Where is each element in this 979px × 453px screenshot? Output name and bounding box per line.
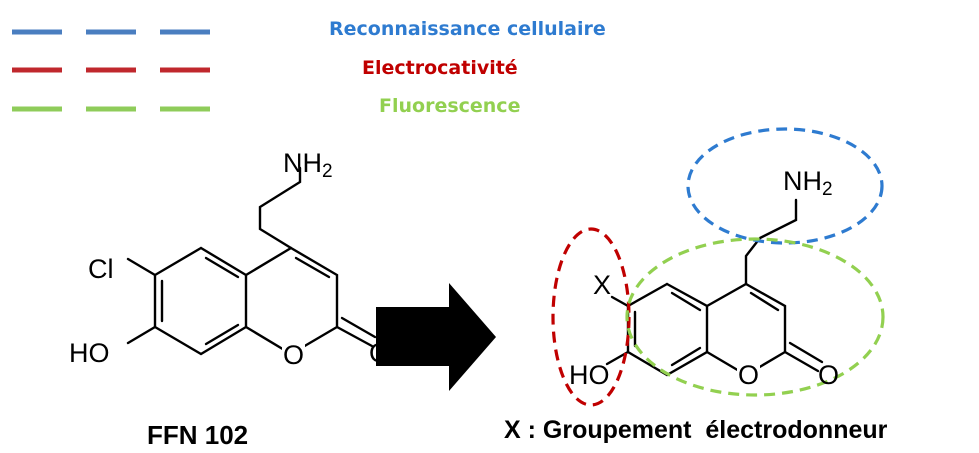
- right-hydroxy-label: HO: [569, 360, 610, 390]
- right-amine-label: NH2: [783, 166, 833, 200]
- right-substituent-label: X: [593, 270, 612, 300]
- right-ring-oxygen-label: O: [737, 360, 761, 390]
- left-carbonyl-oxygen-label: O: [369, 338, 391, 368]
- legend-label-fluorescence: Fluorescence: [379, 95, 521, 117]
- left-chloro-label: Cl: [88, 254, 114, 284]
- electroactivity-ellipse: [551, 227, 631, 407]
- left-hydroxy-label: HO: [69, 338, 110, 368]
- reaction-arrow: [376, 283, 496, 391]
- right-amine-sub: 2: [822, 179, 833, 200]
- fluorescence-ellipse: [625, 237, 885, 397]
- left-ring-oxygen-label: O: [282, 340, 306, 370]
- left-molecule-name: FFN 102: [147, 420, 249, 450]
- right-molecule-caption: X : Groupement électrodonneur: [504, 416, 888, 444]
- left-molecule-bonds: [126, 166, 377, 356]
- left-amine-main: NH: [283, 148, 322, 178]
- right-carbonyl-oxygen-label: O: [818, 360, 840, 390]
- legend-label-electroactivity: Electrocativité: [362, 57, 518, 79]
- right-amine-main: NH: [783, 166, 822, 196]
- left-amine-label: NH2: [283, 148, 333, 182]
- legend-label-recognition: Reconnaissance cellulaire: [329, 18, 606, 40]
- recognition-ellipse: [686, 127, 884, 245]
- left-amine-sub: 2: [322, 161, 333, 182]
